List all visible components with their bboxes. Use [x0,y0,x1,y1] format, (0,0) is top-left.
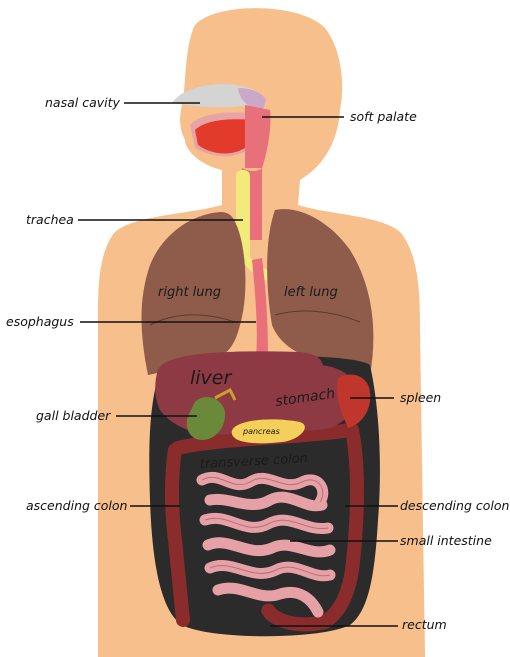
label-descending-colon: descending colon [400,499,509,513]
label-esophagus: esophagus [6,315,74,329]
label-nasal-cavity: nasal cavity [45,96,120,110]
label-rectum: rectum [402,618,447,632]
right-lung-label: right lung [158,285,221,300]
label-gall-bladder: gall bladder [36,409,110,423]
pancreas-label: pancreas [242,427,280,436]
left-lung-label: left lung [284,285,338,300]
label-small-intestine: small intestine [400,534,492,548]
label-ascending-colon: ascending colon [26,499,127,513]
label-spleen: spleen [400,391,441,405]
label-soft-palate: soft palate [350,110,417,124]
label-trachea: trachea [26,213,74,227]
liver-label: liver [190,367,232,389]
